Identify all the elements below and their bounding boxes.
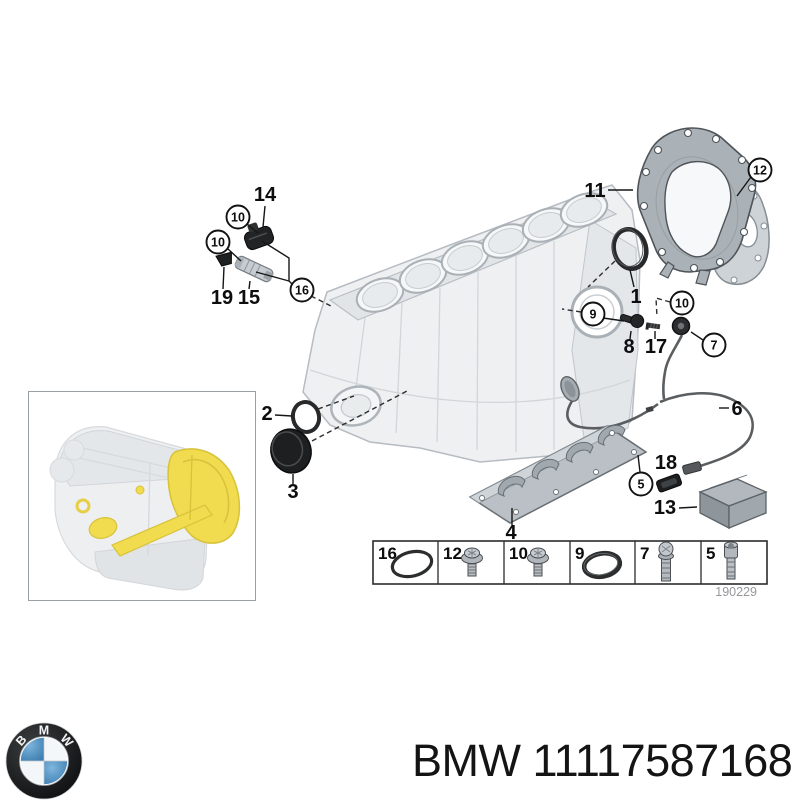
svg-text:16: 16 [295,284,309,298]
harness-connector-end [682,461,702,475]
part-17-screw [645,322,661,330]
circled-callout-9: 9 [580,301,606,327]
callout-15: 15 [238,287,260,309]
cylinder-bores [355,192,609,313]
callout-lines [222,176,752,525]
part-19-plug [215,251,232,267]
part-number-text: BMW 11117587168 [412,735,792,786]
callout-17: 17 [645,336,667,358]
part-1-o-ring [611,226,649,272]
callout-6: 6 [731,398,742,420]
callout-3: 3 [287,481,298,503]
svg-text:10: 10 [231,211,245,225]
strip-label-10: 10 [509,544,528,563]
strip-label-5: 5 [706,544,715,563]
part-11-rear-plate [636,127,757,286]
engine-block-artwork [302,184,641,463]
svg-text:12: 12 [753,164,767,178]
strip-label-9: 9 [575,544,584,563]
circled-callout-10c: 10 [669,290,695,316]
svg-text:9: 9 [590,308,597,322]
svg-text:5: 5 [638,478,645,492]
circled-callout-7: 7 [701,332,727,358]
fastener-strip: 16 12 10 9 7 5 [372,540,768,599]
part-8-crankshaft-sensor [619,313,645,328]
circled-callout-12: 12 [747,157,773,183]
dome-bolt-icon [658,541,674,582]
strip-label-16: 16 [378,544,397,563]
callout-19: 19 [211,287,233,309]
circled-callouts: 10 10 16 12 9 10 7 5 [205,157,773,497]
callout-1: 1 [630,286,641,308]
svg-text:10: 10 [675,297,689,311]
callout-13: 13 [654,497,676,519]
socket-bolt-icon [724,541,738,580]
svg-text:10: 10 [211,236,225,250]
circled-callout-10b: 10 [205,229,231,255]
part-2-o-ring [290,400,322,434]
part-3-sealing-cap [270,428,312,474]
callout-2: 2 [261,403,272,425]
part-15-eccentric-shaft-sensor [234,255,274,283]
callout-11: 11 [584,180,605,202]
circled-callout-16: 16 [289,277,315,303]
part-6-wiring-harness [566,334,754,468]
highlighted-parts-yellow [75,448,241,557]
strip-label-12: 12 [443,544,462,563]
callout-4: 4 [505,522,517,544]
callout-18: 18 [655,452,677,474]
strip-label-7: 7 [640,544,649,563]
bmw-logo-icon: B M W [5,722,83,800]
circled-callout-10a: 10 [225,204,251,230]
drawing-number: 190229 [715,585,757,599]
o-ring-icon [390,549,434,579]
svg-text:7: 7 [711,339,718,353]
part-4-bedplate [468,424,648,524]
callout-8: 8 [623,336,634,358]
part-18-connector [656,473,682,493]
thumbnail-engine [49,426,241,591]
part-7-knock-sensor [671,316,691,336]
part-13-box [698,474,768,530]
logo-letter-m: M [39,724,49,738]
flange-bolt-icon [527,547,549,577]
flange-bolt-icon [461,547,483,577]
circled-callout-5: 5 [628,471,654,497]
harness-clip [645,406,654,413]
footer: B M W BMW 11117587168 [5,722,793,800]
harness-connector-left [560,376,580,402]
plain-callouts: 14 19 15 11 1 8 17 2 3 4 6 18 13 [211,180,743,544]
location-thumbnail [28,391,256,601]
callout-14: 14 [254,184,277,206]
